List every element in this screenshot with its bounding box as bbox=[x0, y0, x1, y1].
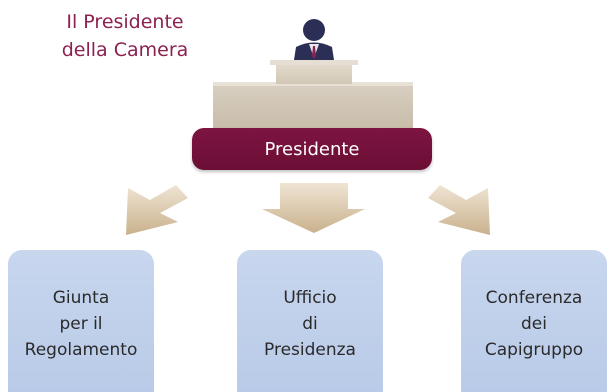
person-at-desk-icon bbox=[213, 19, 413, 132]
box-label: Conferenza dei Capigruppo bbox=[484, 288, 584, 360]
box-label: Ufficio di Presidenza bbox=[264, 288, 356, 360]
arrow-down-left-icon bbox=[126, 185, 188, 235]
diagram-title: Il Presidente della Camera bbox=[61, 11, 189, 61]
box-ufficio-presidenza: Ufficio di Presidenza bbox=[237, 250, 383, 392]
president-label-bar: Presidente bbox=[192, 128, 432, 170]
box-giunta-regolamento: Giunta per il Regolamento bbox=[8, 250, 154, 392]
box-conferenza-capigruppo: Conferenza dei Capigruppo bbox=[461, 250, 607, 392]
box-label: Giunta per il Regolamento bbox=[24, 288, 138, 360]
arrow-down-icon bbox=[262, 183, 365, 233]
arrow-down-right-icon bbox=[428, 185, 490, 235]
